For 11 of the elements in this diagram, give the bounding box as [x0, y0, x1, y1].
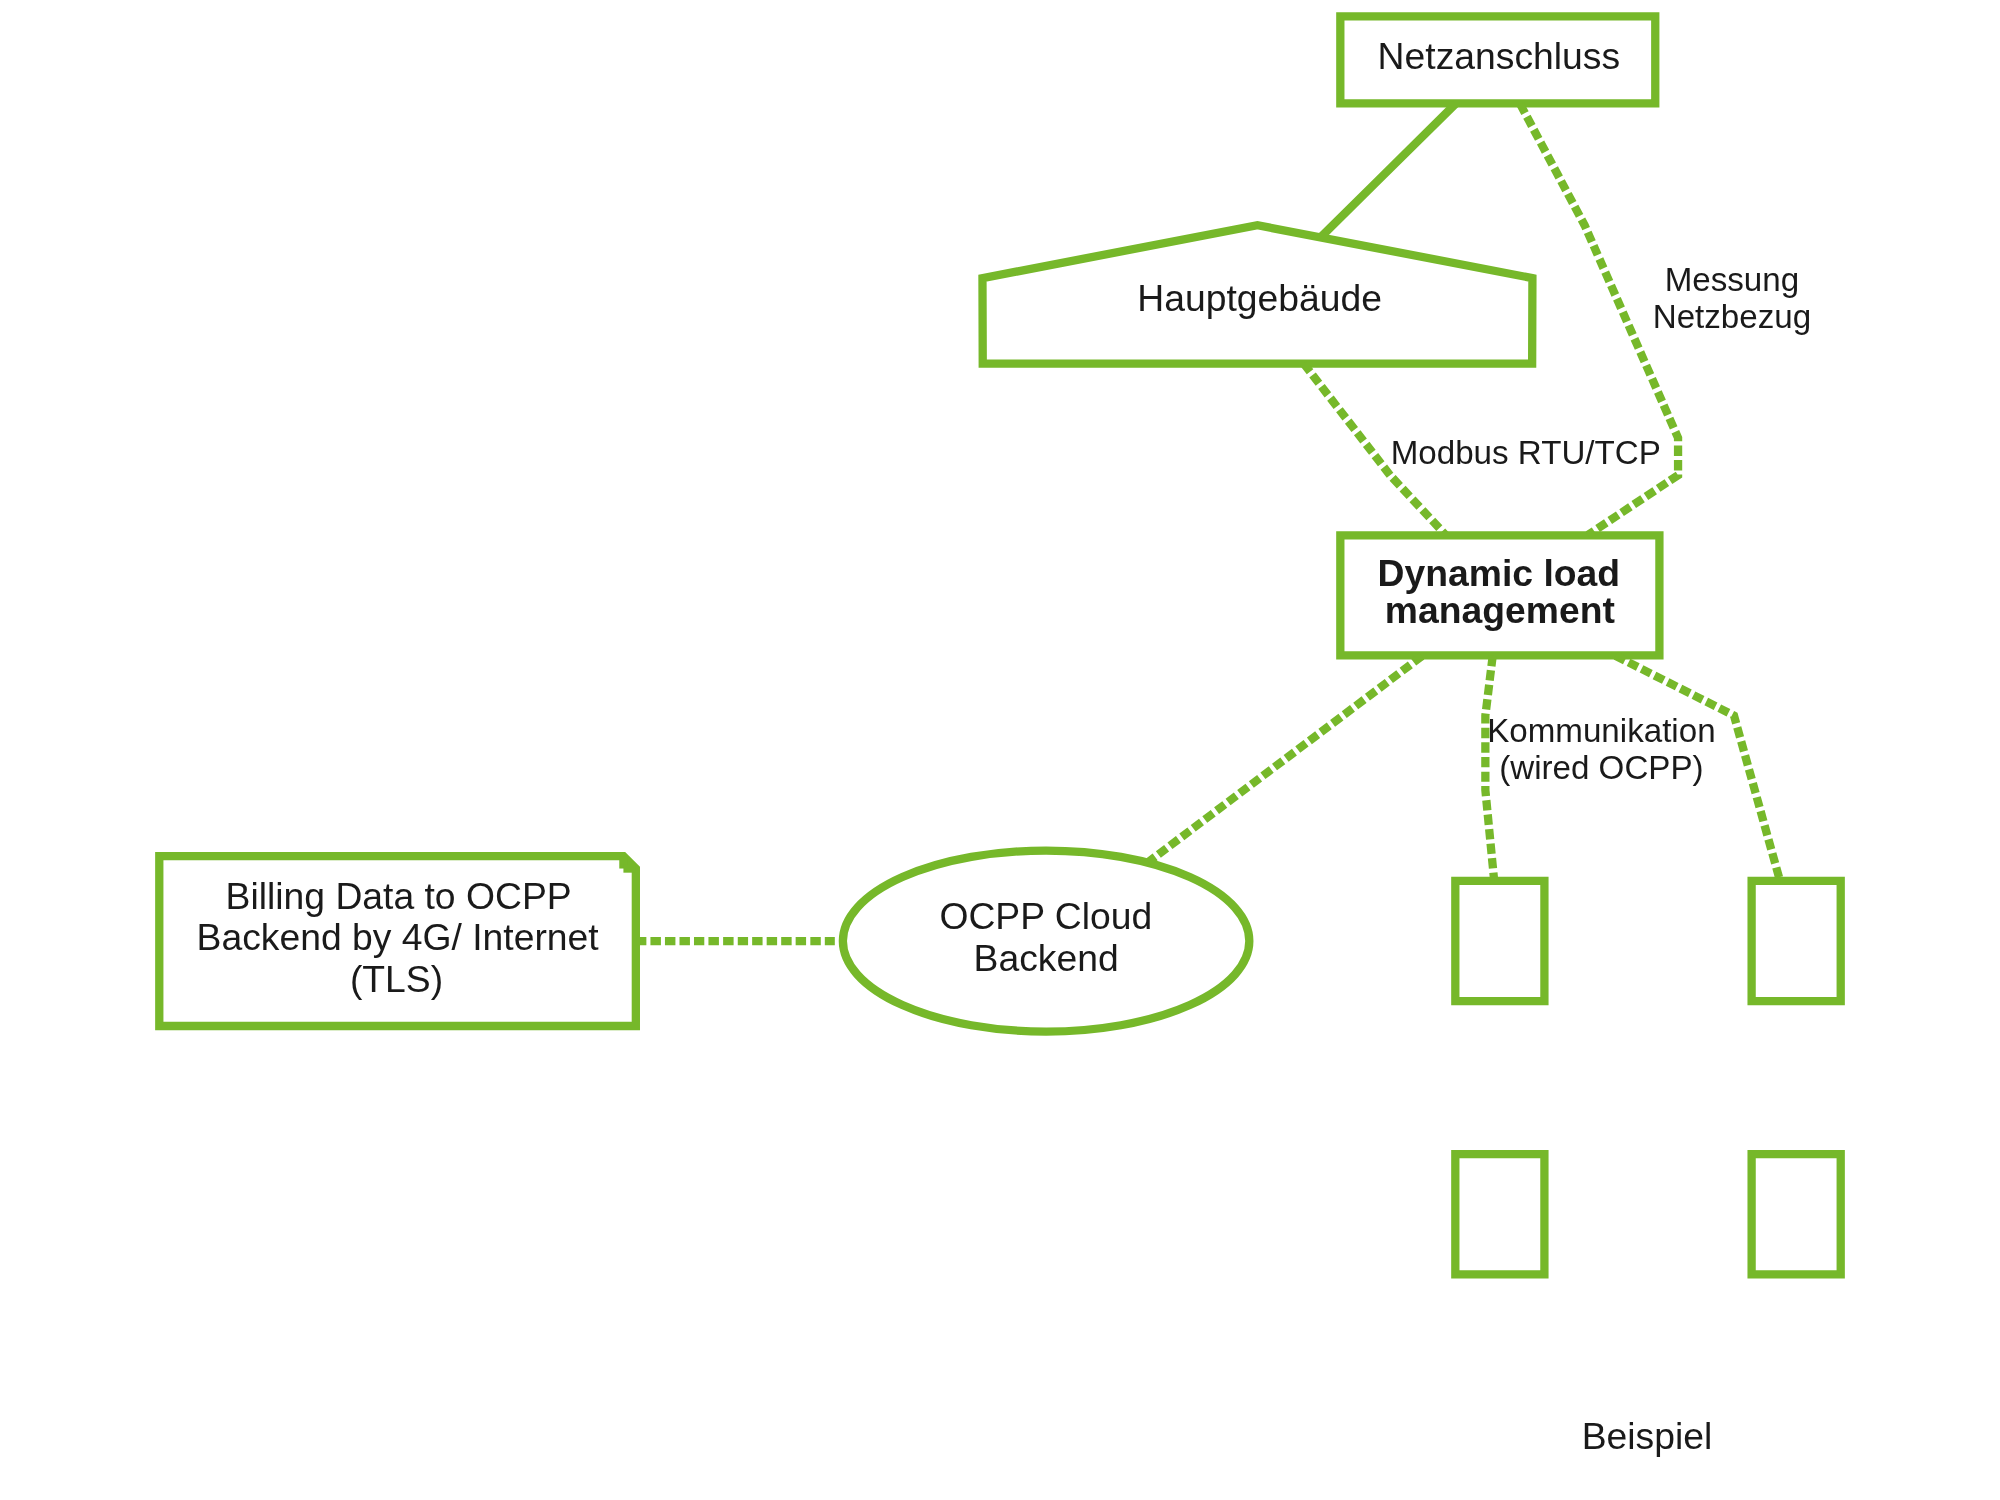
label: Beispiel	[1581, 1415, 1713, 1458]
node-box	[1747, 876, 1845, 1006]
node-box: Dynamic load management	[1336, 531, 1664, 660]
node-box	[1747, 1150, 1845, 1279]
edge-label: Messung Netzbezug	[1652, 260, 1812, 336]
edge-label: Kommunikation (wired OCPP)	[1487, 712, 1716, 787]
node-box	[1451, 876, 1549, 1006]
node-ellipse: OCPP Cloud Backend	[838, 846, 1254, 1036]
edge-label: Modbus RTU/TCP	[1390, 434, 1661, 472]
node-box: Netzanschluss	[1336, 12, 1660, 108]
node-box	[1451, 1150, 1549, 1279]
